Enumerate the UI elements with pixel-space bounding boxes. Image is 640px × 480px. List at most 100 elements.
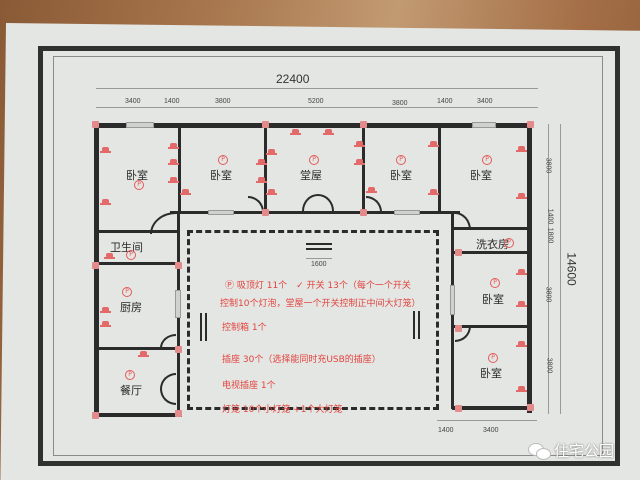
power-outlet-icon — [168, 158, 180, 166]
courtyard-boundary — [187, 230, 439, 410]
door-kitchen[interactable] — [160, 334, 176, 348]
dim-bottom-2: 3400 — [483, 427, 499, 434]
wall-courtyard-top — [170, 211, 460, 214]
wall-kitchen-bottom — [94, 347, 180, 350]
ceiling-lamp-icon: P — [126, 250, 136, 260]
wechat-icon — [528, 442, 551, 460]
room-living-room: 堂屋 — [300, 169, 322, 182]
wall-top — [94, 123, 532, 128]
window-top-right — [472, 122, 496, 128]
power-outlet-icon — [428, 188, 440, 196]
pillar-left — [200, 313, 208, 341]
room-bedroom-4: 卧室 — [470, 169, 492, 182]
power-outlet-icon — [290, 128, 302, 136]
room-bedroom-6: 卧室 — [480, 367, 502, 380]
power-outlet-icon — [100, 198, 112, 206]
door-dining-top[interactable] — [160, 373, 176, 389]
power-outlet-icon — [516, 385, 528, 393]
column-marker — [360, 209, 367, 216]
pillar-right — [413, 311, 421, 339]
legend-line-sockets: 插座 30个（选择能同时充USB的插座） — [222, 355, 381, 365]
dim-top-6: 1400 — [437, 98, 453, 105]
column-marker — [92, 121, 99, 128]
dim-top-2: 1400 — [164, 98, 180, 105]
power-outlet-icon — [516, 268, 528, 276]
power-outlet-icon — [516, 192, 528, 200]
wall-bed1-bed2 — [178, 123, 181, 213]
power-outlet-icon — [104, 252, 116, 260]
column-marker — [527, 404, 534, 411]
total-width-line — [96, 88, 538, 89]
dim-top-7: 3400 — [477, 98, 493, 105]
watermark: 住宅公园 — [528, 440, 614, 461]
room-dining: 餐厅 — [120, 384, 142, 397]
window-top-left — [126, 122, 154, 128]
power-outlet-icon — [428, 140, 440, 148]
power-outlet-icon — [323, 128, 335, 136]
window-bed2 — [208, 210, 234, 215]
power-outlet-icon — [180, 188, 192, 196]
dim-right-1: 3800 — [544, 157, 552, 174]
right-dim-line — [548, 124, 549, 414]
column-marker — [175, 346, 182, 353]
column-marker — [262, 209, 269, 216]
power-outlet-icon — [256, 176, 268, 184]
power-outlet-icon — [266, 188, 278, 196]
dim-top-4: 5200 — [308, 98, 324, 105]
legend-line-switch-control: 控制10个灯泡，堂屋一个开关控制正中间大灯笼） — [220, 299, 421, 309]
dim-right-2: 1400 — [546, 208, 554, 225]
wall-bath-bottom — [94, 262, 180, 265]
legend-line-control-box: 控制箱 1个 — [222, 323, 267, 333]
dim-top-3: 3800 — [215, 98, 231, 105]
wall-bottom-right — [452, 406, 532, 410]
right-dim-line-2 — [560, 124, 561, 414]
power-outlet-icon — [100, 146, 112, 154]
drawing-frame-outer — [38, 46, 620, 466]
ceiling-lamp-icon: P — [482, 155, 492, 165]
power-outlet-icon — [168, 142, 180, 150]
dim-bottom-1: 1400 — [438, 427, 454, 434]
courtyard-gate-symbol — [306, 243, 332, 253]
column-marker — [175, 410, 182, 417]
column-marker — [360, 121, 367, 128]
segment-dim-line — [96, 107, 538, 108]
ceiling-lamp-icon: P — [488, 353, 498, 363]
column-marker — [262, 121, 269, 128]
dim-top-1: 3400 — [125, 98, 141, 105]
bottom-dim-line — [437, 420, 537, 421]
column-marker — [92, 262, 99, 269]
column-marker — [455, 325, 462, 332]
power-outlet-icon — [516, 145, 528, 153]
ceiling-lamp-icon: P — [122, 287, 132, 297]
ceiling-lamp-icon: P — [134, 180, 144, 190]
legend-line-lanterns: 灯笼 10个小灯笼 +1个大灯笼 — [222, 405, 343, 415]
room-bedroom-1: 卧室 — [126, 169, 148, 182]
wall-bottom-left — [94, 413, 182, 417]
dim-top-5: 3800 — [392, 100, 408, 107]
legend-line-ceiling-lamps-switches: Ⓟ 吸顶灯 11个 ✓ 开关 13个（每个一个开关 — [225, 281, 411, 291]
dim-right-5: 3800 — [545, 357, 553, 374]
ceiling-lamp-icon: P — [125, 370, 135, 380]
wall-bath-top — [94, 230, 180, 233]
power-outlet-icon — [138, 350, 150, 358]
window-bed3 — [394, 210, 420, 215]
power-outlet-icon — [100, 320, 112, 328]
column-marker — [455, 405, 462, 412]
total-width-label: 22400 — [276, 72, 310, 86]
watermark-text: 住宅公园 — [554, 442, 615, 460]
power-outlet-icon — [256, 158, 268, 166]
room-bedroom-5: 卧室 — [482, 293, 504, 306]
ceiling-lamp-icon: P — [396, 155, 406, 165]
ceiling-lamp-icon: P — [218, 155, 228, 165]
wall-bed5-bottom — [451, 325, 531, 328]
wall-left — [94, 123, 99, 417]
drawing-frame-inner — [53, 56, 603, 456]
power-outlet-icon — [100, 306, 112, 314]
column-marker — [92, 412, 99, 419]
dim-right-3: 1800 — [546, 227, 554, 244]
door-hall-left[interactable] — [302, 194, 318, 211]
power-outlet-icon — [354, 158, 366, 166]
column-marker — [455, 249, 462, 256]
power-outlet-icon — [168, 176, 180, 184]
legend-line-tv-socket: 电视插座 1个 — [222, 381, 276, 391]
